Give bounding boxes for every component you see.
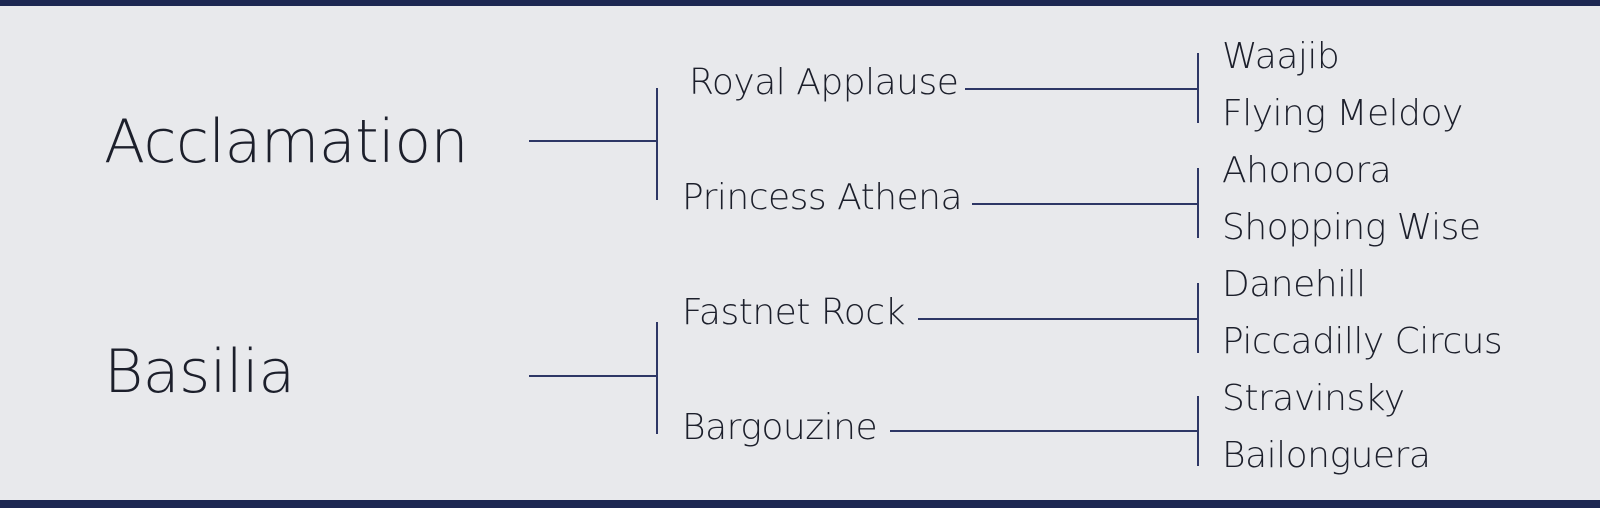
gen3-label-bailonguera: Bailonguera bbox=[1222, 435, 1431, 476]
gen1-label-basilia: Basilia bbox=[104, 337, 295, 407]
gen1-label-acclamation: Acclamation bbox=[104, 107, 469, 177]
gen3-label-flying-meldoy: Flying Meldoy bbox=[1222, 93, 1463, 134]
gen2-label-fastnet-rock: Fastnet Rock bbox=[682, 292, 905, 333]
connector-royal-applause-v bbox=[1197, 53, 1199, 123]
connector-princess-athena-h bbox=[972, 203, 1198, 205]
gen2-label-princess-athena: Princess Athena bbox=[682, 177, 963, 218]
gen3-label-stravinsky: Stravinsky bbox=[1222, 378, 1405, 419]
bottom-border-bar bbox=[0, 500, 1600, 508]
connector-bargouzine-h bbox=[890, 430, 1198, 432]
gen2-label-royal-applause: Royal Applause bbox=[689, 62, 959, 103]
connector-royal-applause-h bbox=[965, 88, 1198, 90]
connector-fastnet-rock-h bbox=[918, 318, 1198, 320]
gen3-label-waajib: Waajib bbox=[1222, 36, 1340, 77]
connector-bargouzine-v bbox=[1197, 396, 1199, 466]
connector-basilia-h bbox=[529, 375, 657, 377]
connector-acclamation-h bbox=[529, 140, 657, 142]
gen3-label-shopping-wise: Shopping Wise bbox=[1222, 207, 1481, 248]
connector-basilia-v bbox=[656, 322, 658, 434]
top-border-bar bbox=[0, 0, 1600, 6]
gen3-label-piccadilly-circus: Piccadilly Circus bbox=[1222, 321, 1503, 362]
connector-princess-athena-v bbox=[1197, 168, 1199, 238]
connector-fastnet-rock-v bbox=[1197, 283, 1199, 353]
gen3-label-danehill: Danehill bbox=[1222, 264, 1366, 305]
connector-acclamation-v bbox=[656, 88, 658, 200]
gen2-label-bargouzine: Bargouzine bbox=[682, 407, 878, 448]
gen3-label-ahonoora: Ahonoora bbox=[1222, 150, 1392, 191]
